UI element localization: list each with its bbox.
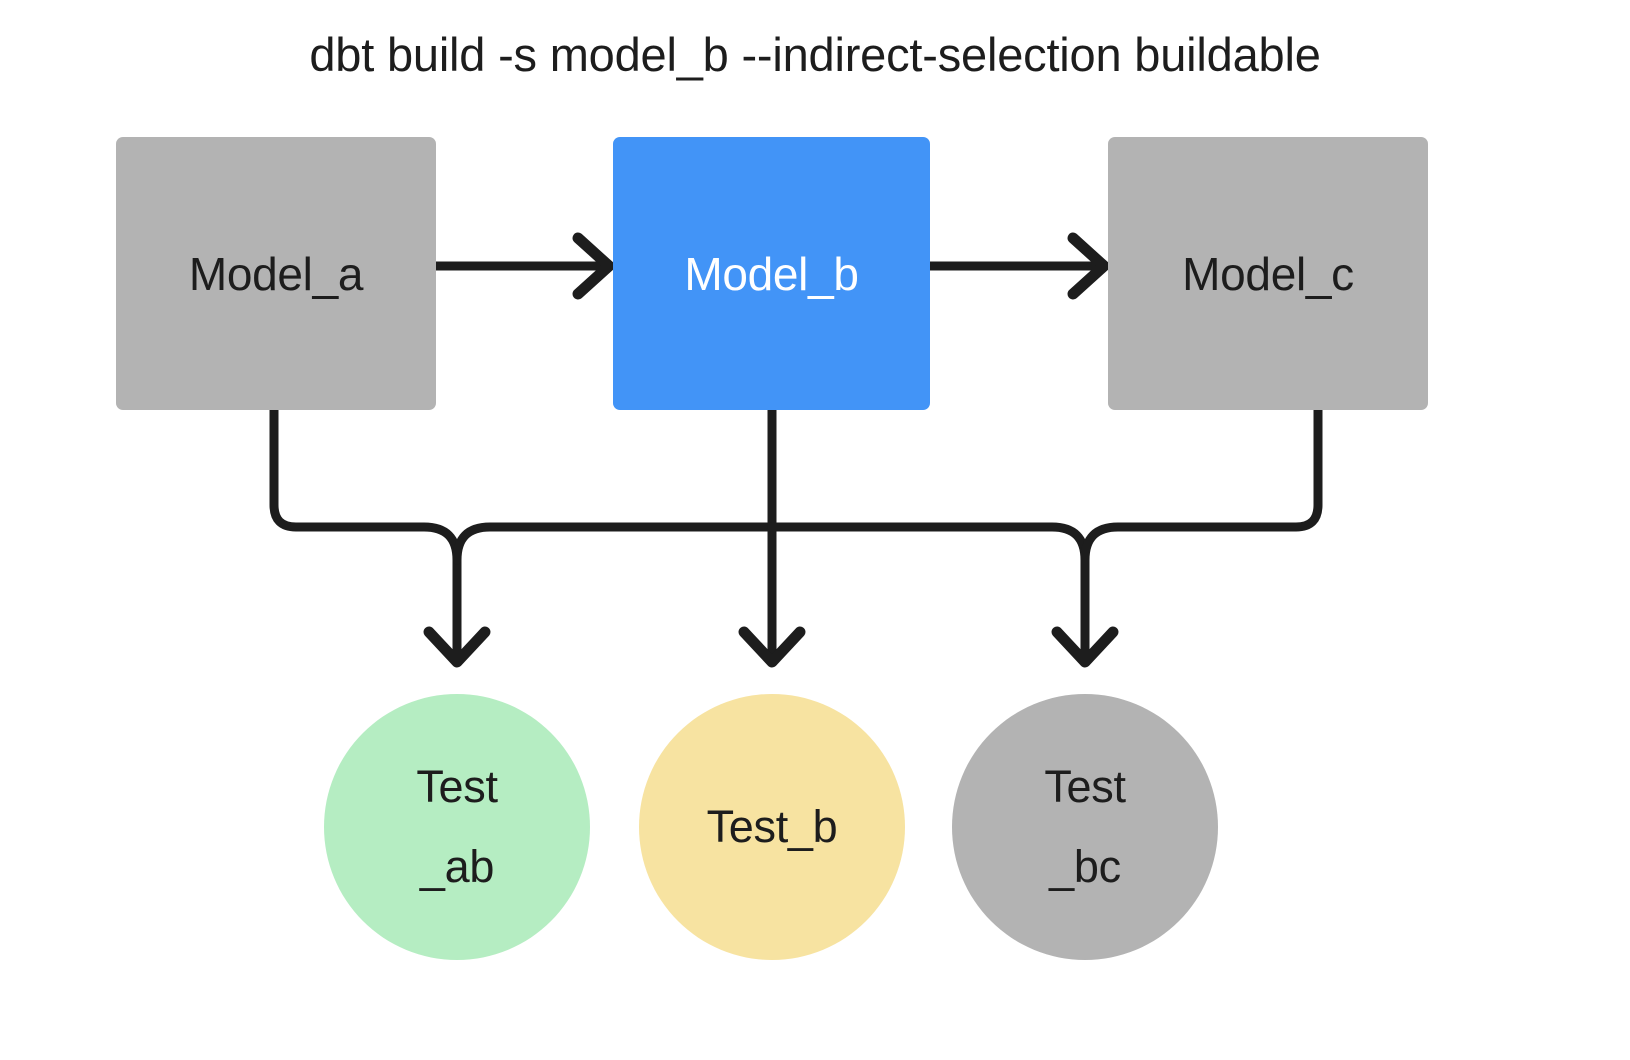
arrowhead-test-bc bbox=[1051, 626, 1119, 668]
arrowhead-test-ab bbox=[423, 626, 491, 668]
node-test-b[interactable]: Test_b bbox=[639, 694, 905, 960]
node-test-bc-label-line2: _bc bbox=[1049, 841, 1121, 892]
node-model-a-label: Model_a bbox=[188, 247, 364, 300]
edge-model-b-to-test-ab bbox=[452, 522, 777, 565]
diagram-title: dbt build -s model_b --indirect-selectio… bbox=[309, 28, 1321, 81]
edge-model-b-to-model-c bbox=[925, 232, 1110, 300]
edge-model-a-to-test-ab bbox=[269, 405, 462, 665]
node-test-b-label-line1: Test_b bbox=[706, 801, 838, 852]
node-model-a[interactable]: Model_a bbox=[116, 137, 436, 410]
node-model-b-label: Model_b bbox=[684, 247, 859, 300]
node-test-ab-label-line2: _ab bbox=[419, 841, 495, 892]
edge-model-a-to-model-b bbox=[431, 232, 615, 300]
node-model-c-label: Model_c bbox=[1182, 247, 1354, 300]
node-test-ab[interactable]: Test _ab bbox=[324, 694, 590, 960]
node-model-c[interactable]: Model_c bbox=[1108, 137, 1428, 410]
arrowhead-test-b bbox=[738, 626, 806, 668]
node-test-ab-label-line1: Test bbox=[416, 761, 498, 812]
node-test-bc[interactable]: Test _bc bbox=[952, 694, 1218, 960]
node-test-bc-label-line1: Test bbox=[1044, 761, 1126, 812]
edge-model-b-to-test-bc bbox=[767, 522, 1090, 565]
node-model-b[interactable]: Model_b bbox=[613, 137, 930, 410]
edge-model-c-to-test-bc bbox=[1080, 405, 1323, 665]
